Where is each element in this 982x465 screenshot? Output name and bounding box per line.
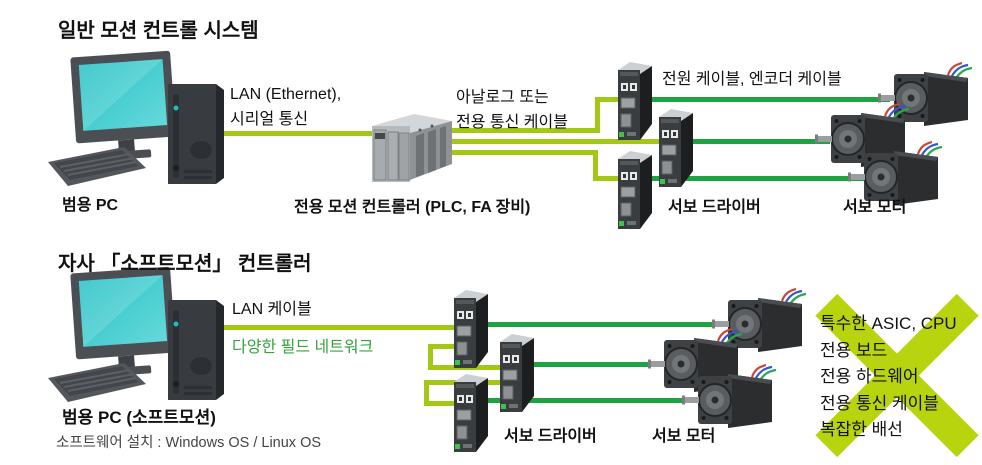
motor-cable1 xyxy=(484,322,724,327)
general-pc-illustration xyxy=(46,50,226,190)
comm-cable-line1-in xyxy=(595,97,625,102)
servo-driver-illustration xyxy=(612,147,660,231)
power-encoder-cable3 xyxy=(650,176,865,181)
power-encoder-cable1 xyxy=(650,97,890,102)
softmotion-servo-driver-label: 서보 드라이버 xyxy=(504,428,597,445)
eliminated-items-list: 특수한 ASIC, CPU 전용 보드 전용 하드웨어 전용 통신 케이블 복잡… xyxy=(820,311,957,444)
power-encoder-cable2 xyxy=(688,139,830,144)
eliminated-item: 특수한 ASIC, CPU xyxy=(820,314,957,333)
power-encoder-label: 전원 케이블, 엔코더 케이블 xyxy=(662,71,842,88)
lan-ethernet-label-line2: 시리얼 통신 xyxy=(230,111,309,128)
comm-cable-line1-v xyxy=(595,97,600,133)
fieldbus-link1-v xyxy=(428,344,433,370)
eliminated-item: 전용 보드 xyxy=(820,340,888,360)
softmotion-pc-label: 범용 PC (소프트모션) xyxy=(62,408,216,427)
plc-controller-illustration xyxy=(366,106,458,190)
softmotion-pc-illustration xyxy=(46,266,226,406)
comm-cable-line1-h xyxy=(440,128,600,133)
field-network-label: 다양한 필드 네트워크 xyxy=(232,339,374,356)
lan-ethernet-cable-line xyxy=(218,131,390,136)
softmotion-servo-motor-label: 서보 모터 xyxy=(652,428,716,445)
lan-ethernet-label: LAN (Ethernet), 시리얼 통신 xyxy=(230,82,341,132)
general-servo-motor-label: 서보 모터 xyxy=(843,199,907,216)
softmotion-section-title: 자사 「소프트모션」 컨트롤러 xyxy=(58,253,312,275)
comm-cable-line3-in xyxy=(593,176,625,181)
servo-driver-illustration xyxy=(448,286,496,370)
servo-driver-illustration xyxy=(494,328,542,416)
general-servo-driver-label: 서보 드라이버 xyxy=(668,199,761,216)
lan-cable-label: LAN 케이블 xyxy=(232,301,312,318)
fieldbus-link1-out xyxy=(428,344,456,349)
analog-cable-label-line1: 아날로그 또는 xyxy=(456,89,549,106)
softmotion-pc-sublabel: 소프트웨어 설치 : Windows OS / Linux OS xyxy=(56,435,322,451)
analog-cable-label: 아날로그 또는 전용 통신 케이블 xyxy=(456,85,568,135)
servo-driver-illustration xyxy=(653,103,701,191)
comm-cable-line3-v xyxy=(593,150,598,181)
servo-driver-illustration xyxy=(448,370,496,454)
motor-cable2 xyxy=(530,362,662,367)
eliminated-item: 전용 통신 케이블 xyxy=(820,393,939,413)
lan-ethernet-label-line1: LAN (Ethernet), xyxy=(230,86,342,103)
general-section-title: 일반 모션 컨트롤 시스템 xyxy=(58,20,259,42)
eliminated-item: 전용 하드웨어 xyxy=(820,367,919,386)
eliminated-item: 복잡한 배선 xyxy=(820,420,903,439)
lan-cable-line xyxy=(218,325,466,330)
analog-cable-label-line2: 전용 통신 케이블 xyxy=(456,114,568,131)
comm-cable-line3-h xyxy=(440,150,598,155)
general-pc-label: 범용 PC xyxy=(62,197,119,214)
fieldbus-link2-v xyxy=(424,380,429,406)
motor-cable3 xyxy=(484,398,699,403)
fieldbus-link2-in xyxy=(424,401,456,406)
motion-controller-label: 전용 모션 컨트롤러 (PLC, FA 장비) xyxy=(294,199,531,216)
comm-cable-line2 xyxy=(440,139,664,144)
